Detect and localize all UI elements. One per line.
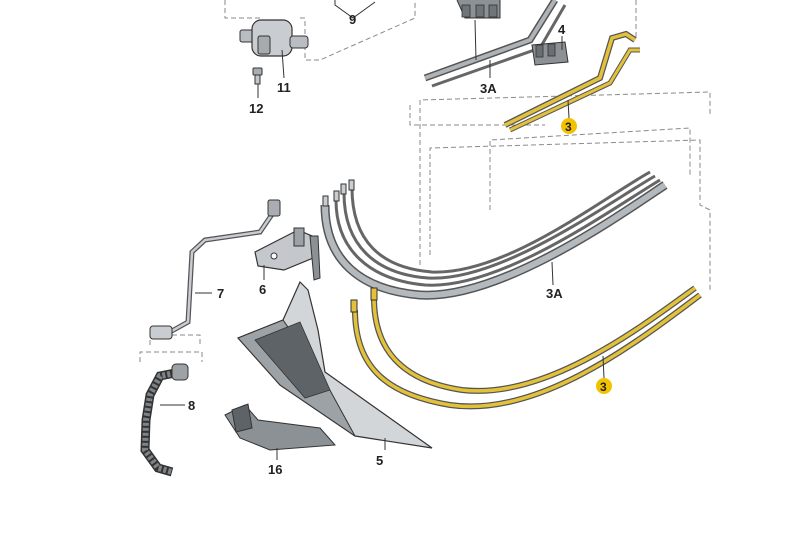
part-label-3A-mid: 3A — [546, 286, 563, 301]
hose-part-8: 8 — [140, 363, 195, 477]
part-9-group: 9 — [334, 0, 376, 27]
middle-fuel-line-3A: 3A — [320, 170, 668, 301]
callout-badge-3-bottom — [596, 378, 612, 394]
part-label-3A-top: 3A — [480, 81, 497, 96]
part-label-4: 4 — [558, 22, 566, 37]
cover-part-5: 5 — [236, 280, 433, 468]
fuel-filter-part-11: 11 — [239, 19, 309, 95]
part-label-5: 5 — [376, 453, 383, 468]
highlighted-fuel-line-3-top: 3 — [503, 30, 640, 134]
callout-badge-3-top — [561, 118, 577, 134]
part-label-3-bottom: 3 — [600, 380, 607, 394]
part-label-11: 11 — [277, 80, 291, 95]
part-label-9: 9 — [349, 12, 356, 27]
part-16-component: 16 — [224, 403, 337, 477]
highlighted-fuel-line-3-bottom: 3 — [350, 285, 702, 410]
part-label-7: 7 — [217, 286, 224, 301]
assembly-dashed-outlines — [139, 0, 711, 362]
part-label-12: 12 — [249, 101, 263, 116]
bracket-part-6: 6 — [254, 227, 321, 297]
bolt-part-12: 12 — [249, 67, 263, 116]
part-label-3-top: 3 — [565, 120, 572, 134]
top-fuel-line-3A: 3A — [423, 0, 567, 96]
part-label-8: 8 — [188, 398, 195, 413]
part-label-6: 6 — [259, 282, 266, 297]
part-label-16: 16 — [268, 462, 282, 477]
vent-line-part-7: 7 — [149, 199, 281, 340]
clip-part-4: 4 — [531, 22, 569, 66]
